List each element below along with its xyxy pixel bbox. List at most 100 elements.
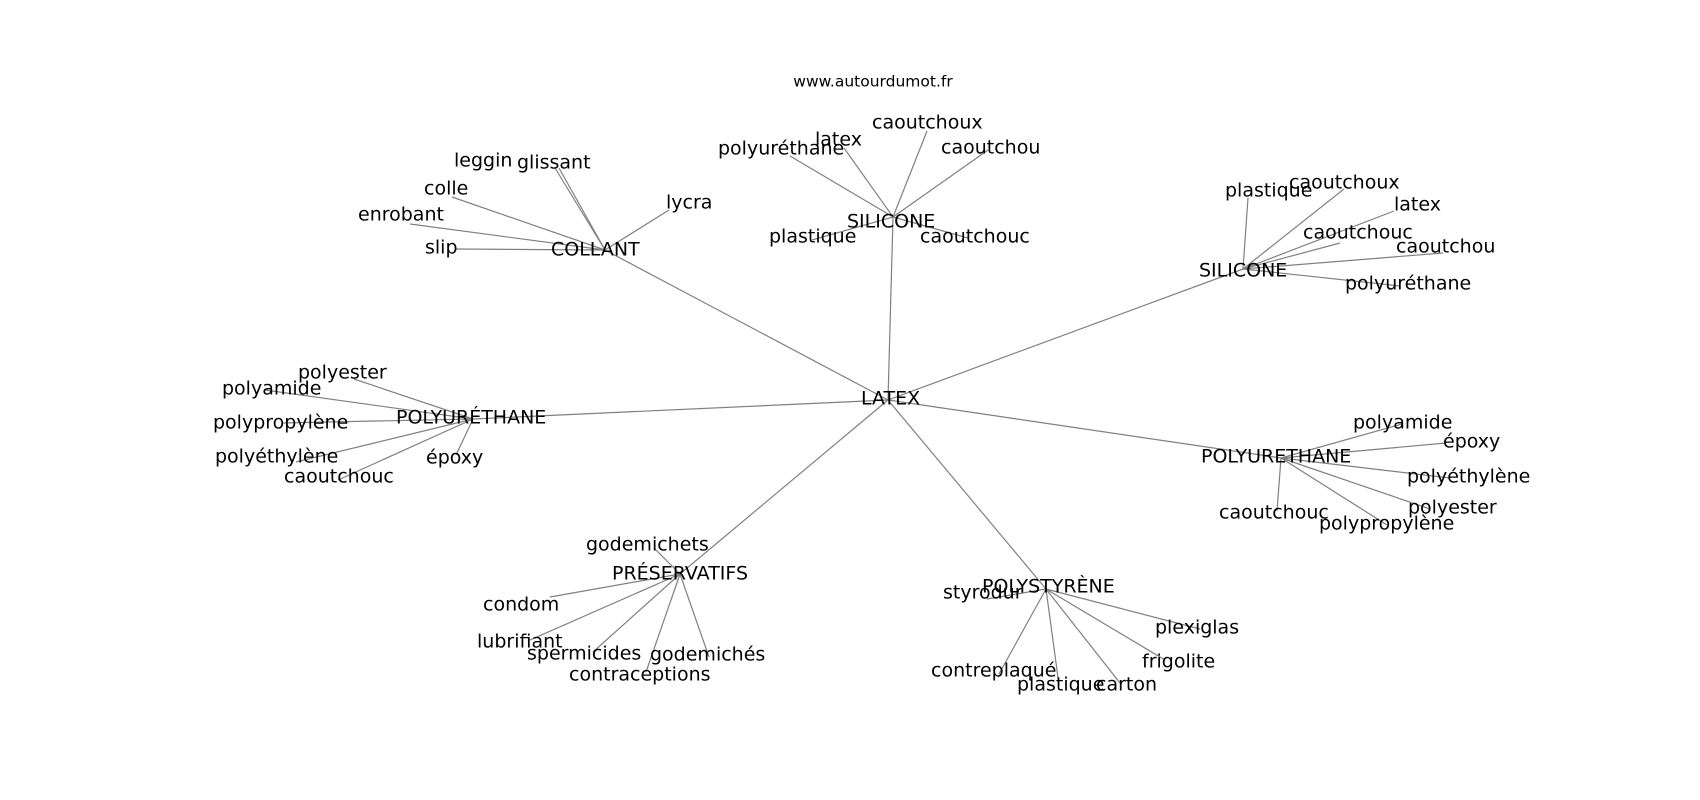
leaf-node-label: polyéthylène [1407, 466, 1530, 488]
edge-hub-to-leaf [1276, 457, 1282, 512]
leaf-node-label: polyester [298, 362, 387, 384]
edge-hub-to-leaf [1045, 588, 1166, 661]
leaf-node-label: godemichés [650, 644, 765, 666]
leaf-node-label: glissant [517, 152, 591, 174]
edge-hub-to-leaf [604, 209, 670, 251]
leaf-node-label: condom [483, 594, 559, 616]
edge-hub-to-leaf [1242, 242, 1341, 270]
edge-hub-to-leaf [892, 149, 989, 218]
leaf-node-label: carton [1096, 674, 1157, 696]
edge-hub-to-leaf [1280, 442, 1447, 459]
edge-hub-to-leaf [409, 223, 606, 251]
edge-hub-to-leaf [1045, 588, 1060, 686]
leaf-node-label: polyuréthane [718, 138, 844, 160]
leaf-node-label: polyamide [222, 378, 321, 400]
edge-hub-to-leaf [645, 573, 681, 673]
leaf-node-label: caoutchoux [872, 112, 983, 134]
edge-root-to-hub [887, 399, 1047, 590]
leaf-node-label: spermicides [527, 643, 641, 665]
edge-hub-to-leaf [1280, 457, 1451, 479]
leaf-node-label: caoutchoux [1289, 172, 1400, 194]
edge-root-to-hub [887, 268, 1244, 401]
leaf-node-label: caoutchou [941, 137, 1040, 159]
hub-node-label: POLYURETHANE [1201, 446, 1351, 468]
edge-root-to-hub [604, 249, 889, 401]
edge-hub-to-leaf [986, 588, 1047, 600]
edge-hub-to-leaf [281, 418, 474, 424]
leaf-node-label: polyuréthane [1345, 273, 1471, 295]
leaf-node-label: latex [1394, 194, 1441, 216]
edge-root-to-hub [472, 399, 889, 420]
hub-node-label: PRÉSERVATIFS [612, 562, 748, 585]
leaf-node-label: lycra [666, 192, 712, 214]
edge-hub-to-leaf [998, 588, 1047, 675]
leaf-node-label: polyamide [1353, 412, 1452, 434]
edge-hub-to-leaf [1242, 268, 1401, 287]
edge-hub-to-leaf [1280, 457, 1388, 526]
leaf-node-label: colle [424, 178, 468, 200]
leaf-node-label: caoutchouc [284, 466, 394, 488]
leaf-node-label: contreplaqué [931, 660, 1056, 682]
edge-hub-to-leaf [1045, 588, 1201, 630]
leaf-node-label: polyester [1408, 497, 1497, 519]
hub-node-label: SILICONE [1199, 260, 1287, 282]
edge-hub-to-leaf [1242, 188, 1345, 270]
leaf-node-label: plastique [1225, 180, 1312, 202]
hub-node-label: POLYSTYRÈNE [982, 575, 1115, 598]
leaf-node-label: styrodur [943, 582, 1023, 604]
leaf-node-label: polypropylène [1319, 513, 1454, 535]
leaf-node-label: latex [815, 129, 862, 151]
leaf-node-label: caoutchouc [1303, 222, 1413, 244]
edge-hub-to-leaf [1045, 588, 1121, 684]
leaf-node-label: leggin [454, 150, 512, 172]
edge-hub-to-leaf [549, 573, 681, 598]
root-node-label: LATEX [861, 388, 920, 410]
edge-hub-to-leaf [353, 378, 474, 420]
edge-root-to-hub [887, 216, 894, 401]
edge-hub-to-leaf [529, 573, 681, 641]
site-url: www.autourdumot.fr [793, 73, 953, 91]
edge-root-to-hub [887, 399, 1282, 459]
leaf-node-label: plastique [1017, 674, 1104, 696]
leaf-node-label: polyéthylène [215, 446, 338, 468]
edge-hub-to-leaf [455, 418, 474, 456]
edge-hub-to-leaf [1280, 457, 1431, 510]
hub-node-label: COLLANT [551, 239, 640, 261]
edge-hub-to-leaf [295, 418, 474, 463]
edge-hub-to-leaf [892, 130, 928, 218]
edge-hub-to-leaf [264, 389, 474, 420]
leaf-node-label: slip [425, 237, 458, 259]
leaf-node-label: frigolite [1142, 651, 1215, 673]
edge-hub-to-leaf [1242, 197, 1249, 270]
edges-layer [264, 130, 1451, 686]
leaf-node-label: plexiglas [1155, 617, 1239, 639]
edge-hub-to-leaf [554, 167, 606, 251]
edge-root-to-hub [679, 399, 889, 575]
edge-hub-to-leaf [654, 548, 681, 575]
edge-hub-to-leaf [892, 216, 969, 239]
edge-hub-to-leaf [1242, 252, 1444, 270]
edge-hub-to-leaf [1242, 210, 1395, 270]
leaf-node-label: caoutchouc [1219, 502, 1329, 524]
edge-hub-to-leaf [451, 196, 606, 251]
edge-hub-to-leaf [679, 573, 710, 658]
leaf-node-label: caoutchouc [920, 226, 1030, 248]
leaf-node-label: polypropylène [213, 412, 348, 434]
leaf-node-label: godemichets [586, 534, 709, 556]
edge-hub-to-leaf [455, 248, 606, 251]
leaf-node-label: enrobant [358, 204, 444, 226]
leaf-node-label: époxy [426, 447, 483, 469]
hub-node-label: SILICONE [847, 211, 935, 233]
leaf-node-label: caoutchou [1396, 236, 1495, 258]
leaf-node-label: lubrifiant [477, 631, 563, 653]
edge-hub-to-leaf [811, 216, 894, 241]
leaf-node-label: époxy [1443, 431, 1500, 453]
leaf-node-label: plastique [769, 226, 856, 248]
edge-hub-to-leaf [1280, 423, 1403, 459]
edge-hub-to-leaf [789, 155, 894, 218]
edge-hub-to-leaf [592, 573, 681, 653]
hub-node-label: POLYURÉTHANE [396, 406, 546, 429]
edge-hub-to-leaf [337, 418, 474, 481]
